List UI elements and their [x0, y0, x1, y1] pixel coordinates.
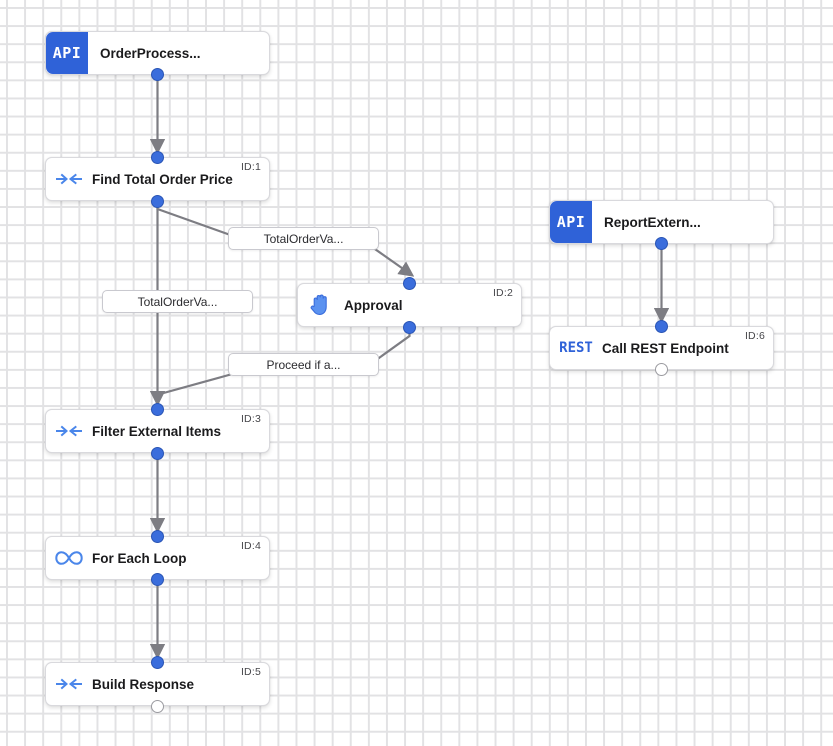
port-find-total-order-price-out[interactable]	[151, 195, 164, 208]
edge-label-text: TotalOrderVa...	[137, 294, 218, 309]
port-build-response-in[interactable]	[151, 656, 164, 669]
edge-label-1-to-approval	[371, 246, 415, 277]
node-title: Call REST Endpoint	[602, 340, 729, 356]
edge-label-text: TotalOrderVa...	[263, 231, 344, 246]
node-title: Approval	[344, 297, 403, 313]
port-filter-external-items-out[interactable]	[151, 447, 164, 460]
node-for-each-loop[interactable]: For Each Loop ID:4	[45, 536, 270, 580]
node-id-tag: ID:1	[240, 161, 261, 173]
port-for-each-loop-out[interactable]	[151, 573, 164, 586]
port-filter-external-items-in[interactable]	[151, 403, 164, 416]
node-title: Find Total Order Price	[92, 171, 233, 187]
raised-hand-icon	[298, 284, 344, 326]
edge-label-text: Proceed if a...	[266, 357, 341, 372]
edge-label-total-order-value-1[interactable]: TotalOrderVa...	[228, 227, 379, 250]
rest-badge-icon: REST	[559, 340, 593, 356]
node-title: ReportExtern...	[604, 214, 701, 230]
node-id-tag: ID:5	[240, 666, 261, 678]
api-badge-icon: API	[550, 201, 592, 243]
api-badge-icon: API	[46, 32, 88, 74]
node-order-process[interactable]: API OrderProcess...	[45, 31, 270, 75]
edge-find-to-label-1	[156, 202, 237, 239]
infinity-loop-icon	[46, 537, 92, 579]
node-title: Filter External Items	[92, 423, 222, 439]
node-filter-external-items[interactable]: Filter External Items ID:3	[45, 409, 270, 453]
port-call-rest-endpoint-out[interactable]	[655, 363, 668, 376]
port-build-response-out[interactable]	[151, 700, 164, 713]
mapper-arrows-icon	[46, 158, 92, 200]
edge-label-total-order-value-2[interactable]: TotalOrderVa...	[102, 290, 253, 313]
node-call-rest-endpoint[interactable]: REST Call REST Endpoint ID:6	[549, 326, 774, 370]
node-title: OrderProcess...	[100, 45, 201, 61]
port-report-extern-out[interactable]	[655, 237, 668, 250]
port-order-process-out[interactable]	[151, 68, 164, 81]
node-title: Build Response	[92, 676, 195, 692]
edge-label-3-to-filter	[156, 371, 237, 401]
node-title: For Each Loop	[92, 550, 187, 566]
node-id-tag: ID:6	[744, 330, 765, 342]
node-report-extern[interactable]: API ReportExtern...	[549, 200, 774, 244]
node-id-tag: ID:4	[240, 540, 261, 552]
node-id-tag: ID:3	[240, 413, 261, 425]
mapper-arrows-icon	[46, 410, 92, 452]
node-id-tag: ID:2	[492, 287, 513, 299]
port-approval-out[interactable]	[403, 321, 416, 334]
port-for-each-loop-in[interactable]	[151, 530, 164, 543]
edge-label-proceed-if[interactable]: Proceed if a...	[228, 353, 379, 376]
port-call-rest-endpoint-in[interactable]	[655, 320, 668, 333]
port-approval-in[interactable]	[403, 277, 416, 290]
mapper-arrows-icon	[46, 663, 92, 705]
port-find-total-order-price-in[interactable]	[151, 151, 164, 164]
node-approval[interactable]: Approval ID:2	[297, 283, 522, 327]
